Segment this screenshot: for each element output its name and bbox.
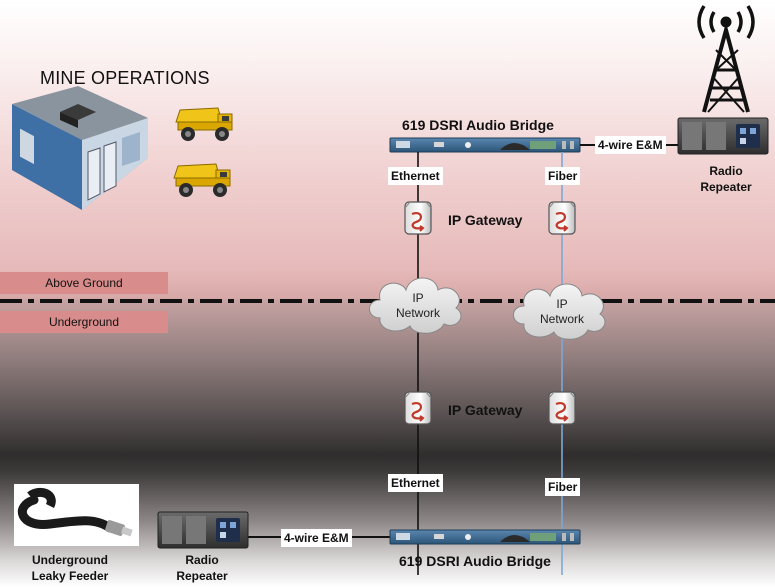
radio-tower-icon bbox=[697, 5, 755, 113]
ethernet-label-top: Ethernet bbox=[388, 167, 443, 185]
zone-label-below: Underground bbox=[0, 311, 168, 333]
repeater-label-top: Radio Repeater bbox=[700, 164, 752, 194]
fiber-label-top: Fiber bbox=[545, 167, 581, 185]
page-title: MINE OPERATIONS bbox=[40, 68, 210, 88]
gateway-label-bottom: IP Gateway bbox=[448, 402, 523, 418]
cloud-label-left: IP Network bbox=[395, 291, 440, 320]
radio-repeater-icon bbox=[677, 117, 769, 155]
dump-truck-icon-2 bbox=[173, 163, 231, 198]
router-icon-top-left bbox=[403, 200, 433, 236]
dump-truck-icon bbox=[175, 107, 233, 142]
cable-icon bbox=[14, 484, 139, 546]
cloud-label-right: IP Network bbox=[539, 297, 584, 326]
bridge-label-top: 619 DSRI Audio Bridge bbox=[402, 117, 554, 133]
repeater-label-bottom: Radio Repeater bbox=[176, 553, 228, 583]
bridge-device-icon bbox=[389, 137, 581, 153]
em-label-top: 4-wire E&M bbox=[595, 136, 666, 154]
fiber-label-bottom: Fiber bbox=[545, 478, 581, 496]
gateway-label-top: IP Gateway bbox=[448, 212, 523, 228]
radio-repeater-icon-bottom bbox=[157, 511, 249, 549]
building-icon bbox=[12, 86, 148, 210]
router-icon-bottom-left bbox=[403, 390, 433, 426]
leaky-feeder-label: Underground Leaky Feeder bbox=[31, 553, 109, 583]
zone-label-above: Above Ground bbox=[0, 272, 168, 294]
router-icon-bottom-right bbox=[547, 390, 577, 426]
ethernet-label-bottom: Ethernet bbox=[388, 474, 443, 492]
router-icon-top-right bbox=[547, 200, 577, 236]
bridge-device-icon-bottom bbox=[389, 529, 581, 545]
bridge-label-bottom: 619 DSRI Audio Bridge bbox=[399, 553, 551, 569]
em-label-bottom: 4-wire E&M bbox=[281, 529, 352, 547]
